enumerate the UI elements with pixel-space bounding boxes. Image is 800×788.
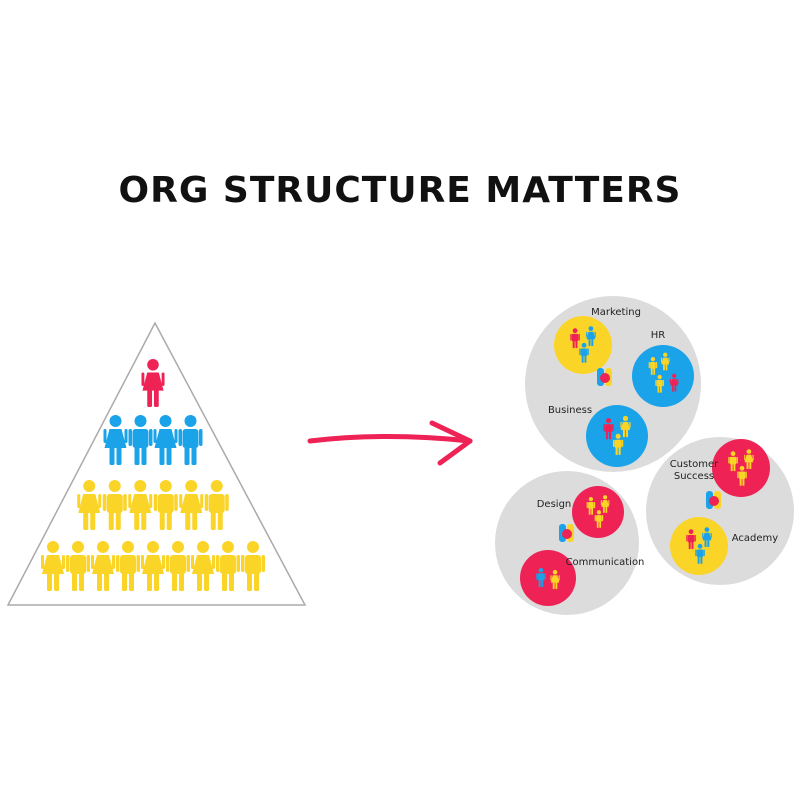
pyramid-person-icon: [191, 541, 215, 591]
team-person-icon: [570, 328, 580, 349]
arrow-head-icon: [429, 420, 473, 466]
pyramid-person-icon: [141, 359, 165, 407]
team-person-icon: [579, 342, 589, 363]
company-logo-icon: [559, 524, 574, 542]
team-person-icon: [586, 326, 596, 347]
pyramid-person-icon: [216, 541, 240, 591]
transition-arrow: [307, 434, 473, 444]
team-circle-communication: [520, 550, 576, 606]
team-person-icon: [728, 451, 738, 472]
company-logo-icon: [706, 491, 721, 509]
team-person-icon: [620, 415, 631, 438]
team-person-icon: [744, 449, 754, 470]
team-person-icon: [594, 510, 604, 528]
pyramid-person-icon: [77, 480, 102, 530]
team-label: Business: [548, 405, 592, 416]
pyramid-person-icon: [116, 541, 140, 591]
team-label: Communication: [566, 557, 645, 568]
pyramid-outline: [6, 321, 307, 606]
page-title: ORG STRUCTURE MATTERS: [118, 170, 682, 211]
team-person-icon: [695, 543, 705, 564]
team-person-icon: [660, 352, 670, 371]
hierarchy-pyramid: [6, 321, 307, 606]
pyramid-person-icon: [204, 480, 229, 530]
pyramid-person-icon: [103, 415, 128, 465]
pyramid-person-icon: [153, 480, 178, 530]
team-person-icon: [600, 495, 610, 513]
pyramid-person-icon: [153, 415, 178, 465]
team-person-icon: [603, 418, 614, 440]
team-circle-hr: [632, 345, 694, 407]
team-person-icon: [702, 527, 712, 548]
pyramid-person-icon: [91, 541, 115, 591]
team-person-icon: [655, 374, 664, 393]
pyramid-person-icon: [128, 480, 153, 530]
team-label: HR: [651, 330, 666, 341]
team-person-icon: [737, 465, 747, 486]
pyramid-person-icon: [66, 541, 90, 591]
pyramid-people: [41, 359, 265, 591]
pyramid-person-icon: [179, 480, 204, 530]
team-person-icon: [648, 357, 658, 375]
team-label: Design: [537, 499, 572, 510]
pyramid-person-icon: [128, 415, 153, 465]
pyramid-person-icon: [141, 541, 165, 591]
company-logo-icon: [597, 368, 612, 386]
team-label: Marketing: [591, 307, 641, 318]
pyramid-person-icon: [41, 541, 65, 591]
pyramid-person-icon: [102, 480, 127, 530]
pyramid-person-icon: [178, 415, 203, 465]
team-label: Academy: [732, 533, 779, 544]
team-person-icon: [536, 567, 546, 588]
team-person-icon: [686, 529, 696, 550]
pyramid-person-icon: [241, 541, 265, 591]
team-person-icon: [613, 433, 624, 455]
pyramid-person-icon: [166, 541, 190, 591]
team-person-icon: [669, 373, 679, 392]
team-person-icon: [550, 569, 560, 590]
team-person-icon: [586, 497, 596, 515]
